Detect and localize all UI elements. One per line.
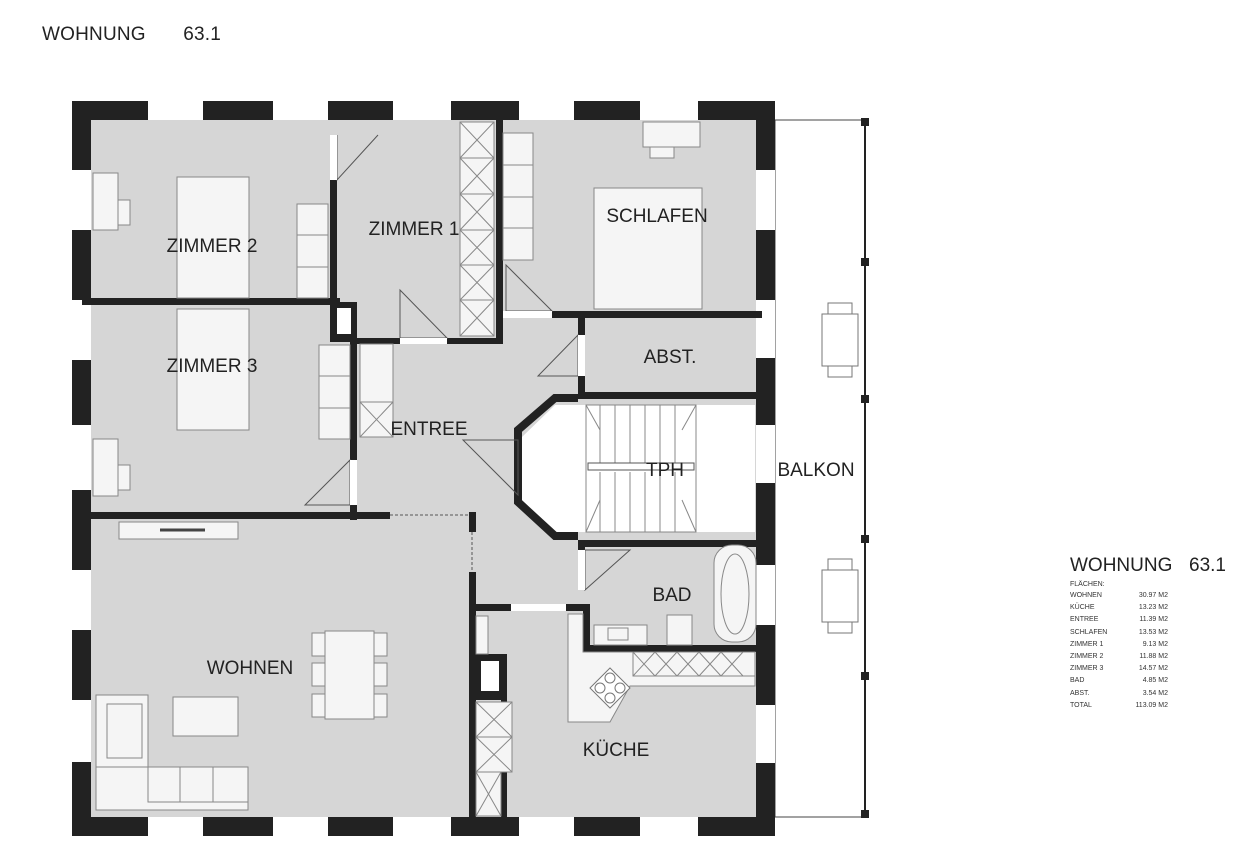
legend-row-label: ENTREE bbox=[1070, 616, 1099, 624]
legend-row-label: ZIMMER 2 bbox=[1070, 653, 1104, 661]
legend-row-label: BAD bbox=[1070, 677, 1085, 685]
legend-row: ZIMMER 3 14.57 M2 bbox=[1070, 663, 1168, 675]
legend-row: ZIMMER 2 11.88 M2 bbox=[1070, 651, 1168, 663]
balcony-furniture bbox=[821, 302, 859, 634]
legend-row: WOHNEN 30.97 M2 bbox=[1070, 590, 1168, 602]
legend-row: ENTREE 11.39 M2 bbox=[1070, 614, 1168, 626]
room-label-tph: TPH bbox=[646, 460, 684, 481]
legend-title-text: WOHNUNG bbox=[1070, 555, 1173, 576]
room-label-zimmer-1: ZIMMER 1 bbox=[369, 219, 460, 240]
room-label-wohnen: WOHNEN bbox=[207, 658, 294, 679]
room-label-balkon: BALKON bbox=[777, 460, 854, 481]
balcony-post bbox=[861, 118, 869, 126]
area-legend: WOHNUNG 63.1 FLÄCHEN: WOHNEN 30.97 M2 KÜC… bbox=[1070, 555, 1226, 712]
legend-row-label: TOTAL bbox=[1070, 701, 1092, 709]
legend-row-value: 3.54 M2 bbox=[1142, 689, 1168, 697]
windows-right bbox=[756, 170, 775, 763]
legend-row-label: ZIMMER 3 bbox=[1070, 665, 1104, 673]
cooktop bbox=[589, 667, 631, 709]
legend-row-value: 13.23 M2 bbox=[1138, 604, 1168, 612]
legend-row-label: ABST. bbox=[1070, 689, 1090, 697]
balcony-post bbox=[861, 535, 869, 543]
windows-top bbox=[148, 101, 698, 120]
balcony-post bbox=[861, 810, 869, 818]
storage-crosses bbox=[359, 121, 744, 817]
windows-bottom bbox=[148, 817, 698, 836]
balcony-post bbox=[861, 672, 869, 680]
legend-row: SCHLAFEN 13.53 M2 bbox=[1070, 627, 1168, 639]
legend-row-value: 113.09 M2 bbox=[1135, 701, 1168, 709]
room-label-bad: BAD bbox=[652, 585, 691, 606]
legend-row-value: 14.57 M2 bbox=[1138, 665, 1168, 673]
legend-row-value: 4.85 M2 bbox=[1142, 677, 1168, 685]
room-label-zimmer-3: ZIMMER 3 bbox=[167, 356, 258, 377]
legend-row-label: SCHLAFEN bbox=[1070, 628, 1108, 636]
page-title: WOHNUNG bbox=[42, 24, 146, 45]
legend-row-value: 30.97 M2 bbox=[1138, 592, 1168, 599]
door-openings bbox=[330, 135, 585, 611]
legend-row-value: 11.39 M2 bbox=[1139, 616, 1168, 624]
room-label-zimmer-2: ZIMMER 2 bbox=[167, 236, 258, 257]
legend-row-value: 13.53 M2 bbox=[1138, 628, 1168, 636]
balcony-post bbox=[861, 258, 869, 266]
legend-row-label: KÜCHE bbox=[1070, 604, 1095, 612]
legend-unit: 63.1 bbox=[1189, 555, 1226, 576]
legend-row: KÜCHE 13.23 M2 bbox=[1070, 602, 1168, 614]
legend-subtitle: FLÄCHEN: bbox=[1070, 581, 1105, 588]
page-header: WOHNUNG 63.1 bbox=[42, 24, 221, 46]
legend-row-value: 11.88 M2 bbox=[1139, 653, 1168, 661]
windows-left bbox=[72, 170, 91, 762]
room-label-abst: ABST. bbox=[644, 347, 697, 368]
staircase bbox=[585, 404, 697, 533]
legend-row-value: 9.13 M2 bbox=[1142, 640, 1168, 648]
legend-row: ABST. 3.54 M2 bbox=[1070, 688, 1168, 700]
legend-row: ZIMMER 1 9.13 M2 bbox=[1070, 639, 1168, 651]
legend-title: WOHNUNG 63.1 bbox=[1070, 555, 1226, 577]
balcony-post bbox=[861, 395, 869, 403]
room-label-kueche: KÜCHE bbox=[583, 740, 650, 761]
legend-row-label: WOHNEN bbox=[1070, 592, 1102, 599]
legend-row-label: ZIMMER 1 bbox=[1070, 640, 1104, 648]
room-label-entree: ENTREE bbox=[390, 419, 467, 440]
legend-row: BAD 4.85 M2 bbox=[1070, 675, 1168, 687]
room-label-schlafen: SCHLAFEN bbox=[606, 206, 707, 227]
unit-number: 63.1 bbox=[183, 24, 222, 45]
legend-row-total: TOTAL 113.09 M2 bbox=[1070, 700, 1168, 712]
